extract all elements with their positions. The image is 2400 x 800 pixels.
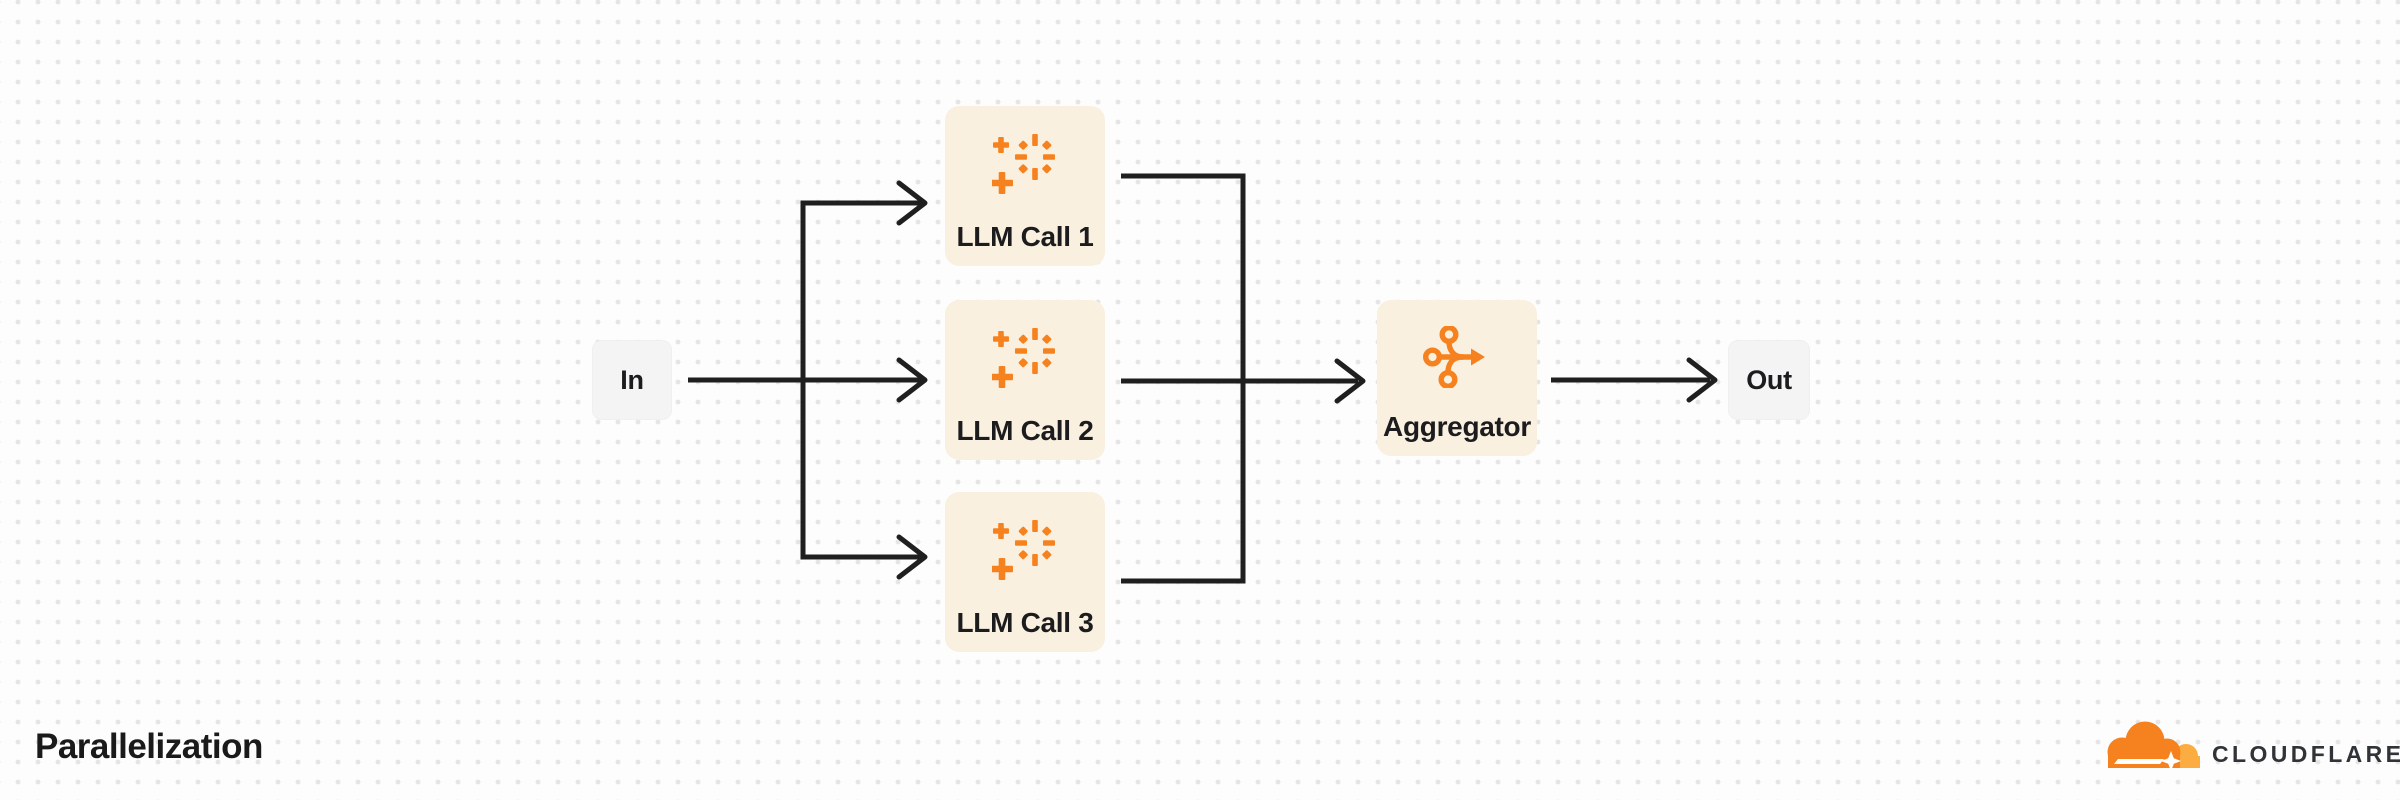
edge-fanout-branch	[800, 200, 921, 560]
arrowhead-llm3	[896, 534, 928, 580]
arrowhead-aggregator	[1334, 358, 1366, 404]
ai-sparkle-icon	[991, 327, 1058, 389]
node-out-label: Out	[1746, 364, 1792, 395]
node-llm1-label: LLM Call 1	[956, 221, 1094, 252]
arrowhead-llm1	[896, 180, 928, 226]
node-in-label: In	[620, 364, 644, 395]
arrowhead-out	[1686, 357, 1718, 403]
edge-fanin-rail	[1121, 173, 1246, 584]
node-llm3-label: LLM Call 3	[956, 607, 1094, 638]
node-in: In	[592, 340, 672, 420]
diagram-title: Parallelization	[35, 727, 263, 766]
ai-sparkle-icon	[991, 519, 1058, 581]
merge-arrow-icon	[1422, 324, 1491, 390]
node-llm-call-1: LLM Call 1	[945, 106, 1105, 266]
node-aggregator: Aggregator	[1377, 300, 1537, 456]
arrowhead-llm2	[896, 357, 928, 403]
node-llm-call-2: LLM Call 2	[945, 300, 1105, 460]
node-out: Out	[1728, 340, 1810, 420]
node-aggregator-label: Aggregator	[1383, 411, 1531, 442]
node-llm-call-3: LLM Call 3	[945, 492, 1105, 652]
node-llm2-label: LLM Call 2	[956, 415, 1094, 446]
ai-sparkle-icon	[991, 133, 1058, 195]
cloudflare-logo: CLOUDFLARE	[2100, 718, 2400, 772]
cloudflare-wordmark: CLOUDFLARE	[2212, 741, 2400, 767]
cloudflare-cloud-icon	[2100, 718, 2203, 772]
